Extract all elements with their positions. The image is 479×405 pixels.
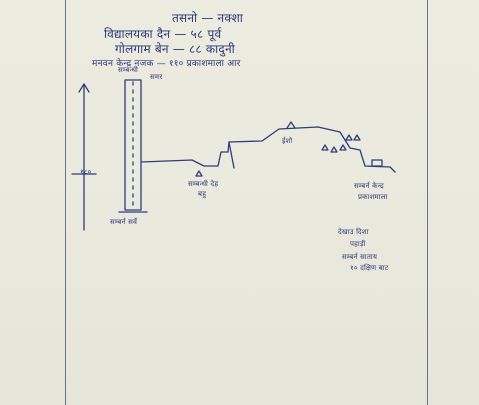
tree-cluster: [321, 144, 347, 153]
tree-cluster-2: [345, 134, 361, 141]
margin-line-right: [427, 0, 428, 405]
tower-bottom-label: सम्बर्न सर्वे: [110, 218, 138, 226]
right-label-2: प्रकाशमाला: [358, 193, 388, 201]
peak-marker: [286, 121, 296, 129]
margin-line-left: [65, 0, 66, 405]
sheet-line-1: विद्यालयका दैन — ५८ पूर्व: [104, 27, 222, 41]
hut-marker-1: [195, 170, 203, 177]
mid-label-1: सम्बन्धी देह: [188, 180, 219, 188]
mid-label-2: बहु: [198, 190, 207, 198]
height-arrow-head: [78, 83, 90, 93]
side-number-label: १८०: [80, 168, 92, 176]
tower-top-label: सम्बन्धी: [118, 66, 139, 74]
right-label-1: सम्बर्न केन्द्र: [354, 182, 384, 190]
sheet-heading: तसनो — नक्शा: [172, 11, 244, 25]
note-line-1: देखाउ दिशा: [338, 228, 369, 236]
note-line-4: १० दक्षिण बाट: [350, 264, 389, 272]
note-line-3: सम्बर्न साताय: [342, 253, 378, 261]
terrain-profile: [140, 126, 396, 173]
terrain-step: [228, 141, 235, 169]
peak-label: ईशो: [282, 137, 293, 145]
tower-sub-label: समर: [150, 73, 163, 81]
tower-outline: [124, 79, 142, 211]
building-box: [371, 159, 383, 167]
note-line-2: पहाड़ी: [350, 240, 366, 248]
sheet-line-3: मनवन केन्द्र नजक — ११० प्रकाशमाला आर: [92, 59, 241, 69]
sheet-line-2: गोलगाम बेन — ८८ कादुनी: [115, 42, 235, 56]
